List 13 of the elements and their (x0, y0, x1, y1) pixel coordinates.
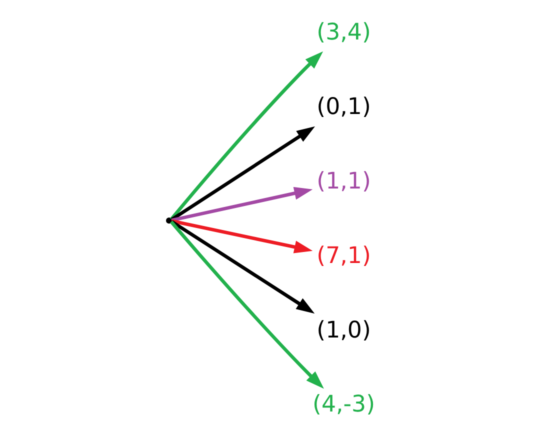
arrow (170, 220, 315, 314)
arrow (170, 220, 324, 389)
arrow (170, 126, 316, 222)
node-point (166, 218, 172, 224)
node-text: (0,1) (316, 94, 371, 120)
arrow (170, 51, 324, 220)
arrow (171, 187, 313, 222)
arrow (171, 219, 313, 254)
node-text: (1,1) (316, 168, 371, 195)
node-text: (7,1) (316, 242, 371, 269)
node-text: (4,-3) (312, 392, 376, 418)
node-text: (1,0) (316, 317, 371, 344)
node-text: (3,4) (316, 20, 371, 46)
